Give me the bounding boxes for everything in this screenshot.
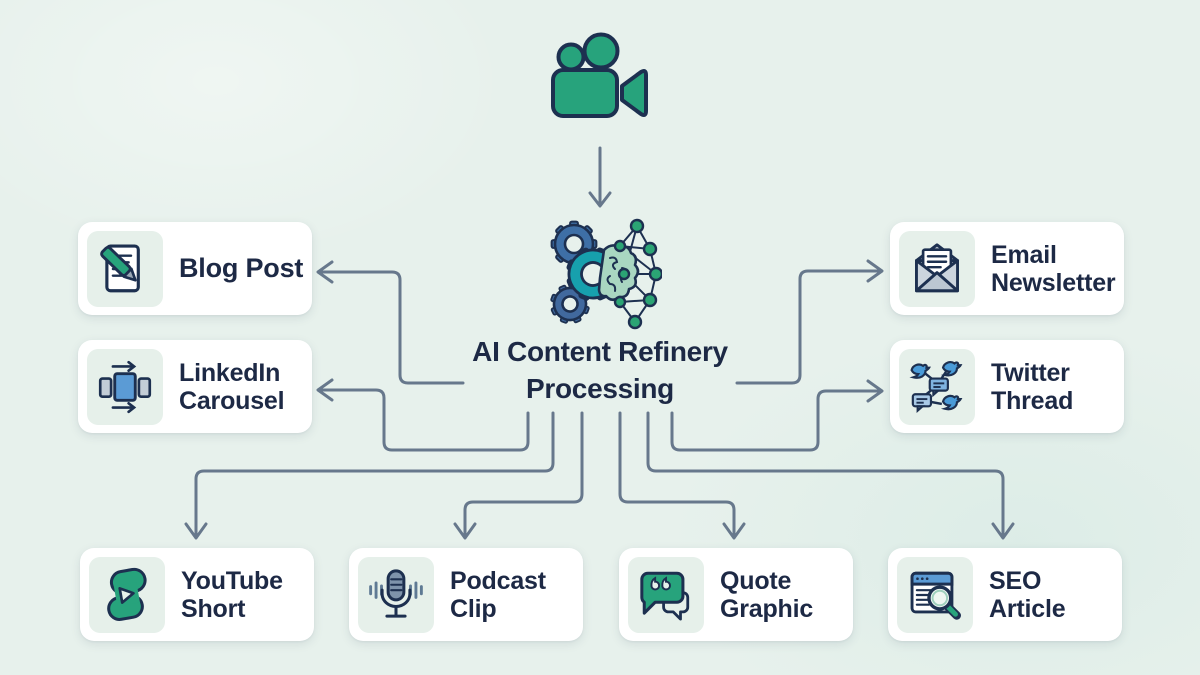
quote-bubbles-icon	[628, 556, 704, 633]
node-blog-post: Blog Post	[78, 222, 312, 315]
browser-magnifier-icon	[897, 556, 973, 633]
node-label: Blog Post	[179, 253, 304, 284]
microphone-waves-icon	[358, 556, 434, 633]
title-line-2: Processing	[526, 372, 674, 404]
twitter-birds-thread-icon	[899, 348, 975, 425]
ai-gears-brain-network-icon	[540, 216, 662, 332]
open-envelope-icon	[899, 230, 975, 307]
carousel-slides-icon	[87, 348, 163, 425]
title-line-1: AI Content Refinery	[472, 336, 728, 367]
wire-quote-graphic	[618, 411, 736, 538]
page-title: AI Content Refinery Processing	[380, 334, 820, 408]
wire-podcast-clip	[463, 411, 584, 538]
video-camera-icon	[545, 30, 655, 140]
youtube-shorts-icon	[89, 556, 165, 633]
document-pen-icon	[87, 230, 163, 307]
